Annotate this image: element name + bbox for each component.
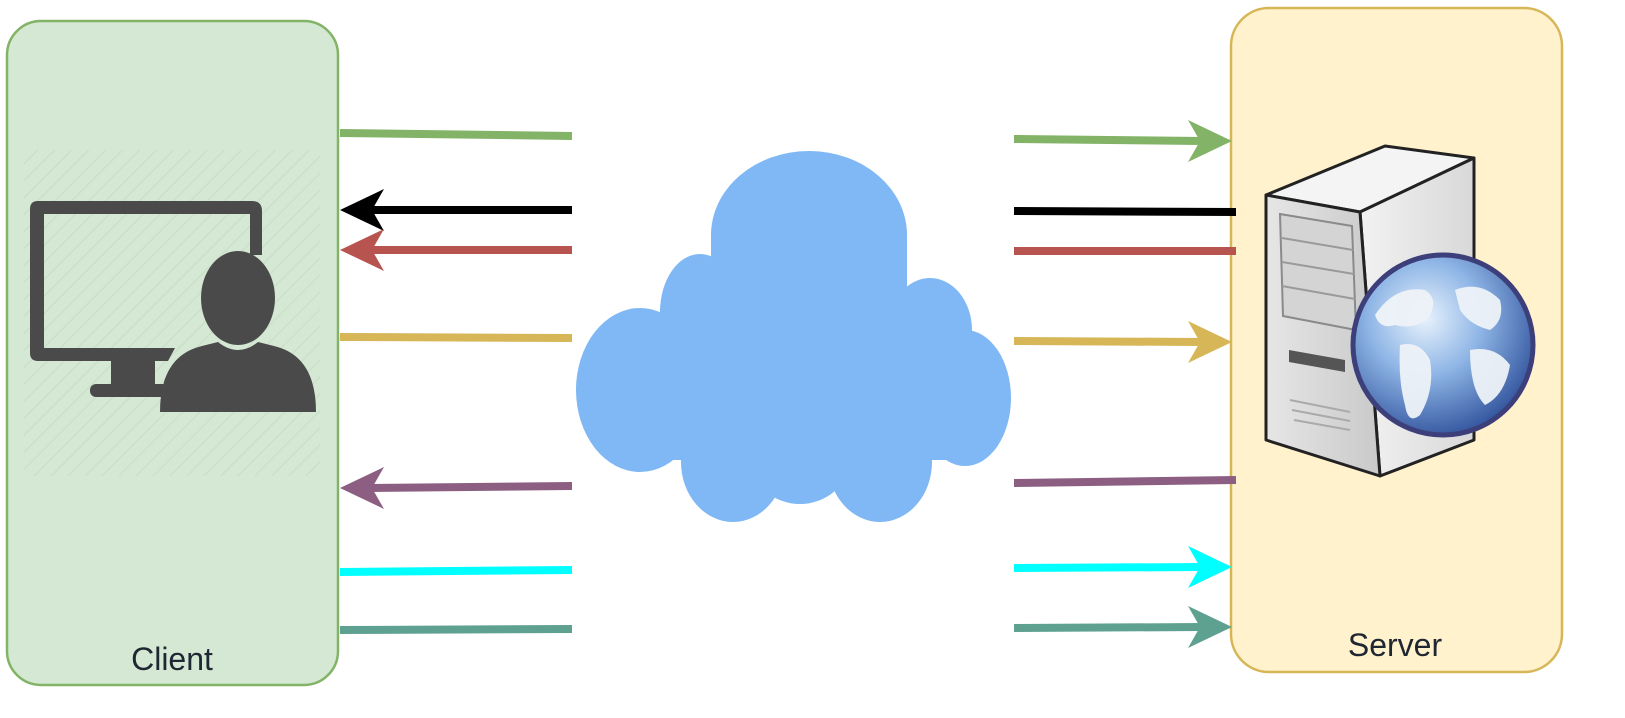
- connection-line-left: [369, 482, 573, 492]
- arrowhead-to-client: [340, 229, 384, 271]
- user-computer-icon: [30, 201, 316, 412]
- server-box: Server: [1229, 6, 1564, 674]
- server-label: Server: [1348, 627, 1443, 663]
- connection-line-right: [1013, 563, 1203, 572]
- connection-line-left: [339, 566, 573, 576]
- connection-line-right: [1013, 623, 1203, 632]
- arrowhead-to-server: [1188, 546, 1232, 588]
- client-box: Client: [5, 19, 340, 687]
- connection-line-right: [1013, 135, 1203, 145]
- client-icon-background: [24, 150, 320, 476]
- arrowhead-to-server: [1188, 606, 1232, 648]
- arrowhead-to-server: [1188, 321, 1232, 363]
- connection-line-right: [1013, 476, 1237, 487]
- web-server-globe-icon: [1264, 144, 1536, 478]
- arrowhead-to-client: [340, 467, 384, 509]
- connection-line-left: [339, 625, 573, 634]
- connection-line-left: [339, 129, 573, 140]
- arrowhead-to-client: [340, 189, 384, 231]
- arrowhead-to-server: [1188, 120, 1232, 162]
- connection-line-left: [339, 333, 573, 342]
- cloud-icon: [576, 151, 1011, 522]
- connection-line-right: [1013, 337, 1203, 346]
- connections-group: [339, 120, 1237, 648]
- client-label: Client: [131, 641, 213, 677]
- connection-line-right: [1013, 207, 1237, 216]
